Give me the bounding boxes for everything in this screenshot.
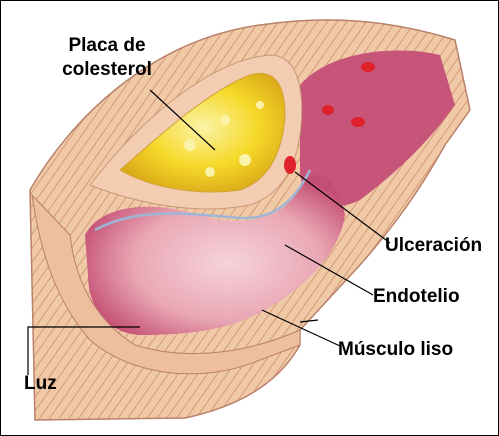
plaque-lipid-dot [220, 115, 230, 125]
label-smooth-muscle: Músculo liso [338, 339, 453, 361]
ulceration-spot [284, 156, 296, 174]
label-placa-line2: colesterol [42, 58, 172, 82]
plaque-lipid-dot [184, 139, 196, 151]
label-cholesterol-plaque: Placa de colesterol [42, 34, 172, 82]
label-endothelium: Endotelio [373, 286, 460, 308]
label-lumen: Luz [24, 373, 57, 395]
plaque-lipid-dot [256, 101, 264, 109]
label-ulceration: Ulceración [385, 235, 482, 257]
plaque-lipid-dot [239, 154, 251, 166]
label-placa-line1: Placa de [42, 34, 172, 58]
blood-cell [322, 105, 334, 115]
blood-cell [351, 117, 365, 127]
blood-cell [361, 62, 375, 72]
plaque-lipid-dot [205, 167, 215, 177]
